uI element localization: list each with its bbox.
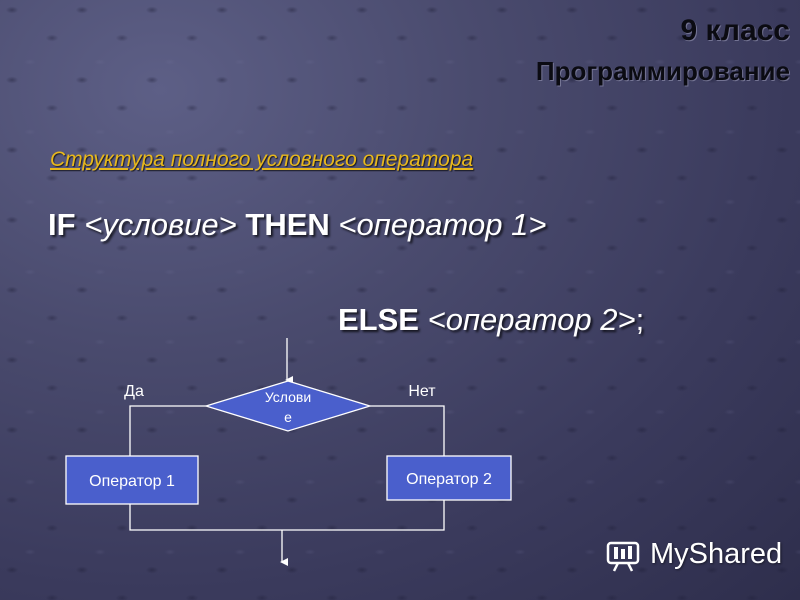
no-label: Нет bbox=[408, 383, 436, 400]
subject-title: Программирование bbox=[535, 56, 790, 86]
yes-branch-line bbox=[129, 405, 206, 456]
myshared-logo-icon bbox=[606, 541, 640, 572]
if-keyword: IF bbox=[48, 207, 76, 242]
topic-heading: Структура полного условного оператора bbox=[50, 148, 474, 171]
operator1-label: Оператор 1 bbox=[89, 473, 175, 490]
op1-join-line bbox=[129, 504, 287, 531]
code-line-if: IF <условие> THEN <оператор 1> bbox=[48, 207, 546, 243]
operator1-box bbox=[65, 455, 199, 505]
else-keyword: ELSE bbox=[338, 302, 419, 337]
no-branch-line bbox=[370, 405, 445, 456]
code-line-else: ELSE <оператор 2>; bbox=[338, 302, 644, 338]
operator2-label: Оператор 2 bbox=[406, 471, 492, 488]
yes-label: Да bbox=[124, 383, 144, 400]
condition-placeholder: <условие> bbox=[84, 207, 237, 242]
operator1-placeholder: <оператор 1> bbox=[338, 207, 547, 242]
grade-title: 9 класс bbox=[680, 14, 790, 47]
op2-join-line bbox=[287, 500, 445, 531]
condition-diamond bbox=[203, 380, 373, 432]
watermark: MyShared bbox=[606, 535, 782, 573]
condition-label-line2: е bbox=[284, 409, 292, 425]
operator2-box bbox=[386, 455, 512, 501]
condition-label-line1: Услови bbox=[265, 389, 311, 405]
then-keyword: THEN bbox=[245, 207, 330, 242]
watermark-text: MyShared bbox=[650, 537, 783, 570]
operator2-placeholder: <оператор 2> bbox=[427, 302, 636, 337]
statement-terminator: ; bbox=[635, 302, 645, 337]
